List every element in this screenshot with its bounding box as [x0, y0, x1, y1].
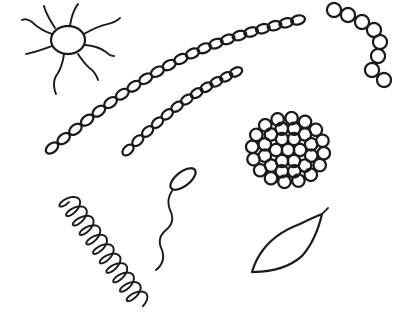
spindle-shaped-cell [252, 208, 328, 272]
round-cell [318, 147, 330, 159]
oval-cell [228, 65, 243, 78]
round-cell [265, 172, 277, 184]
round-cell [373, 35, 387, 49]
round-cell [371, 49, 385, 63]
round-cell [299, 116, 311, 128]
round-cell [259, 119, 271, 131]
chain-of-round-cells [327, 3, 391, 87]
spiral-coil [59, 197, 147, 306]
round-cell [365, 63, 379, 77]
round-cell [246, 141, 258, 153]
oval-cell [169, 99, 184, 114]
spiked-cell-with-flagella [22, 4, 120, 94]
cluster-of-round-cells [246, 112, 330, 188]
oval-cell [160, 107, 175, 122]
spiral-coiled-cell [59, 197, 147, 306]
single-oval-cell-with-tail [156, 164, 199, 270]
round-cell [305, 169, 317, 181]
round-cell [316, 135, 328, 147]
oval-cell [189, 86, 204, 100]
round-cell [327, 3, 341, 17]
round-cell [247, 153, 259, 165]
oval-cell [179, 92, 194, 106]
round-cell [341, 8, 355, 22]
round-cell [377, 73, 391, 87]
